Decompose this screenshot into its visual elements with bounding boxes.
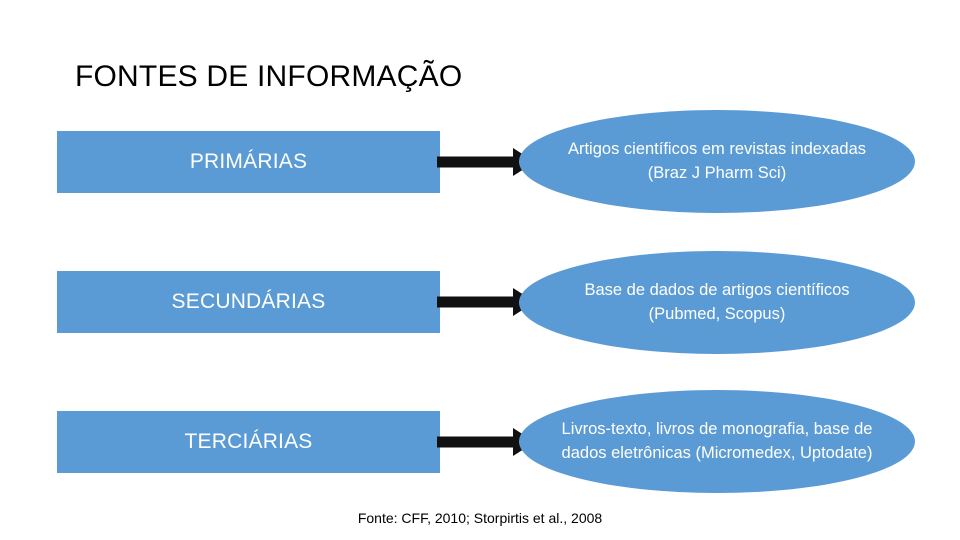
arrow-shaft xyxy=(437,156,515,168)
level-box-primarias: PRIMÁRIAS xyxy=(57,131,440,193)
source-note: Fonte: CFF, 2010; Storpirtis et al., 200… xyxy=(357,510,603,526)
description-ellipse-secundarias: Base de dados de artigos científicos (Pu… xyxy=(519,251,915,354)
description-ellipse-primarias: Artigos científicos em revistas indexada… xyxy=(519,110,915,213)
description-text: Artigos científicos em revistas indexada… xyxy=(567,139,867,182)
arrow-shaft xyxy=(437,436,515,448)
level-box-label: SECUNDÁRIAS xyxy=(171,290,326,313)
description-text: Livros-texto, livros de monografia, base… xyxy=(561,419,873,462)
description-ellipse-terciarias: Livros-texto, livros de monografia, base… xyxy=(519,390,915,493)
page-title: FONTES DE INFORMAÇÃO xyxy=(75,60,463,93)
level-box-label: TERCIÁRIAS xyxy=(184,430,313,453)
level-box-secundarias: SECUNDÁRIAS xyxy=(57,271,440,333)
arrow-shaft xyxy=(437,296,515,308)
level-box-terciarias: TERCIÁRIAS xyxy=(57,411,440,473)
description-text: Base de dados de artigos científicos (Pu… xyxy=(584,280,850,323)
level-box-label: PRIMÁRIAS xyxy=(189,150,308,173)
